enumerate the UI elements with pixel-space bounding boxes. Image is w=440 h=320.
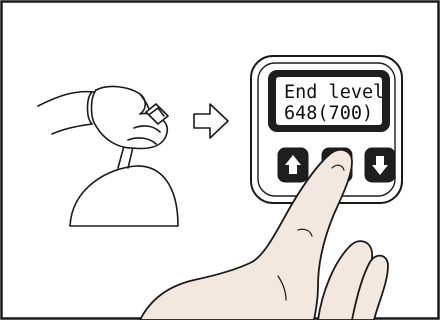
display-line-1: End level bbox=[284, 82, 384, 103]
display-line-2: 648(700) bbox=[284, 103, 373, 124]
up-button[interactable] bbox=[278, 148, 308, 182]
down-button[interactable] bbox=[365, 148, 395, 182]
